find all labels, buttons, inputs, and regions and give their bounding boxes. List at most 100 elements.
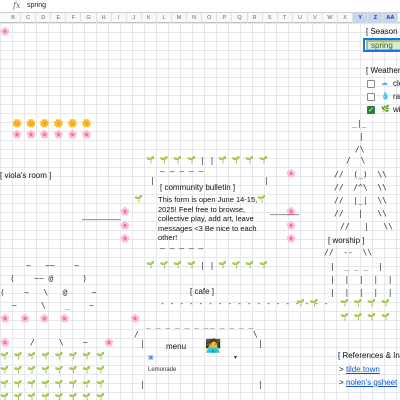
sprout-icon: 🌱 [134,195,148,203]
weather-item-label: wi [393,105,400,114]
season-label: [ Season ] [366,27,400,36]
link-tilde-town[interactable]: tilde.town [346,365,380,374]
sprout-row-top-left: 🌱🌱🌱🌱 [146,156,201,164]
tower-art-3: /\ [350,145,365,154]
wall-top: | | [200,156,215,165]
worship-columns: | | | | | [330,288,393,297]
column-header-h[interactable]: H [97,13,112,23]
cloud-icon: ☁ [381,80,388,87]
sprout-row: 🌱🌱🌱🌱🌱🌱🌱🌱 [0,366,110,374]
tower-art-4: / \ [346,156,366,165]
flower-icon: 🌸 [120,207,130,216]
sprout-row-bot-left: 🌱🌱🌱🌱 [146,261,201,269]
column-header-aa[interactable]: AA [383,13,399,23]
column-header-g[interactable]: G [81,13,97,23]
column-header-c[interactable]: C [21,13,37,23]
cafe-wall: / [134,330,139,339]
sprout-row: 🌱🌱🌱🌱🌱🌱🌱🌱 [0,393,110,400]
column-header-q[interactable]: Q [232,13,248,23]
selected-cell[interactable] [363,38,400,52]
column-header-o[interactable]: O [202,13,218,23]
column-header-j[interactable]: J [127,13,142,23]
tower-art-5: // (_) \\ [334,170,387,179]
column-header-x[interactable]: X [338,13,354,23]
column-header-w[interactable]: W [323,13,339,23]
rain-checkbox[interactable] [367,93,375,101]
sprout-row: 🌱🌱🌱🌱🌱🌱🌱🌱 [0,352,110,360]
tower-art-6: // /^\ \\ [334,183,387,192]
weather-label: [ Weather [366,66,400,75]
column-header-t[interactable]: T [278,13,293,23]
column-header-u[interactable]: U [293,13,308,23]
column-header-e[interactable]: E [51,13,67,23]
flower-icon: 🌸 [286,221,296,230]
tower-art-9: // | \\ [340,222,393,231]
column-header-p[interactable]: P [217,13,233,23]
wall-right: —————— [270,210,299,219]
tower-art-8: // | \\ [334,209,387,218]
cafe-roof-left: _ _ _ _ _ _ _ [146,320,209,329]
column-header-n[interactable]: N [187,13,203,23]
column-header-s[interactable]: S [263,13,278,23]
worship-columns: | | | | | [330,275,393,284]
bulletin-body: This form is open June 14-15, 2025! Feel… [158,195,258,242]
link-nolens-gsheet[interactable]: nolen's gsheet [346,378,398,387]
ascii-art-line-5: / \ ~ [30,338,88,347]
flower-icon: 🌸 [120,234,130,243]
ascii-art-line-2: ( ~~ @ ) [10,274,88,283]
bulletin-frame: | [150,176,155,185]
flower-row: 🌸🌸🌸🌸🌸🌸 [12,130,96,139]
column-header-y[interactable]: Y [353,13,369,23]
worship-base: // -- \\ [324,248,373,257]
sprout-row-right: 🌱🌱🌱🌱 [340,299,395,307]
bulletin-bottom-dashes: — — — — — [160,244,204,253]
wall-bottom: | | [200,261,215,270]
sprout-row-top-right: 🌱🌱🌱🌱 [218,156,273,164]
wind-checkbox[interactable]: ✓ [367,106,375,114]
avatar-icon: 🧑‍💻 [205,338,222,353]
image-icon: ▣ [148,355,154,361]
column-header-v[interactable]: V [308,13,323,23]
tower-art-1: _|_ [352,119,367,128]
dropdown-icon[interactable]: ▾ [234,355,238,361]
flower-icon: 🌸 [286,234,296,243]
cafe-dashes: - - - - - - - - - - - - - - - - - - [160,299,329,308]
cafe-roof-right: _ _ _ _ _ [210,320,254,329]
tower-art-2: | [354,132,364,141]
link-arrow: > [339,365,344,374]
worship-columns: | _ _ _ | [330,262,383,271]
bulletin-top-dashes: — — — — — [160,167,204,176]
column-header-k[interactable]: K [142,13,157,23]
column-header-f[interactable]: F [66,13,82,23]
tower-art-7: // |_| \\ [334,196,387,205]
column-header-r[interactable]: R [248,13,263,23]
ascii-art-line-3: ( ~ \ @ ~ [0,288,97,297]
column-header-d[interactable]: D [36,13,52,23]
spreadsheet-grid[interactable] [0,23,400,400]
bulletin-title: [ community bulletin ] [160,183,236,192]
worship-label: [ worship ] [328,236,365,245]
viola-room-label: [ viola's room ] [0,171,52,180]
cafe-wall: | [140,339,145,348]
sprout-icon: 🌱 [257,195,271,203]
cafe-wall: | [140,380,145,389]
column-header-m[interactable]: M [172,13,188,23]
sprout-row: 🌱🌱🌱🌱🌱🌱🌱🌱 [0,380,110,388]
sunflower-row: 🌼🌼🌼🌼🌼🌼 [12,119,96,128]
wind-icon: 🌿 [381,106,390,113]
weather-item-label: clo [393,79,400,88]
formula-input[interactable]: spring [27,2,47,9]
column-header-i[interactable]: I [112,13,127,23]
cafe-wall: | [258,380,263,389]
cloud-checkbox[interactable] [367,80,375,88]
link-arrow: > [339,378,344,387]
column-header-l[interactable]: L [157,13,173,23]
wall-left: ———————— [82,215,121,224]
weather-item-label: rai [393,92,400,101]
menu-label: menu [166,342,187,351]
cafe-label: [ cafe ] [190,287,215,296]
cafe-wall: \ [253,330,258,339]
column-header-z[interactable]: Z [368,13,384,23]
column-header-b[interactable]: B [6,13,22,23]
